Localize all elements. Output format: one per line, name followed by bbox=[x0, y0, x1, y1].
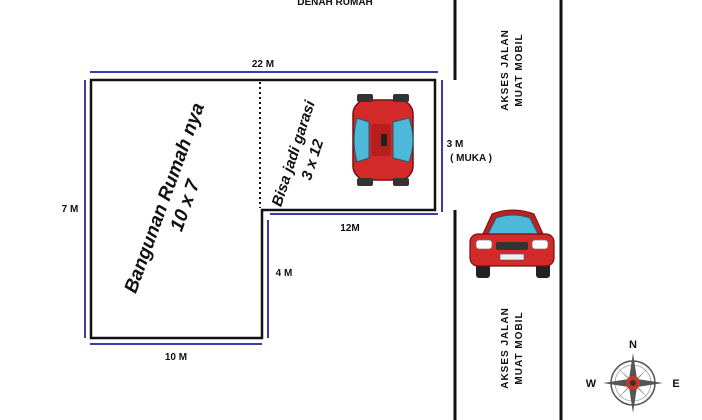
dim-label-inner-vertical: 4 M bbox=[276, 268, 293, 279]
compass-rose-icon bbox=[603, 353, 663, 413]
compass-west: W bbox=[586, 378, 597, 390]
road-label-upper-2: MUAT MOBIL bbox=[514, 33, 525, 106]
building-outline bbox=[89, 78, 437, 340]
plan-title: DENAH RUMAH bbox=[297, 0, 373, 8]
front-note: ( MUKA ) bbox=[450, 153, 492, 164]
compass-east: E bbox=[672, 378, 679, 390]
dim-label-left: 7 M bbox=[62, 204, 79, 215]
road-label-upper-1: AKSES JALAN bbox=[500, 29, 511, 111]
dim-label-inner-horizontal: 12M bbox=[340, 223, 359, 234]
road-label-lower-1: AKSES JALAN bbox=[500, 307, 511, 389]
car-topview-icon bbox=[352, 94, 414, 186]
road-label-lower-2: MUAT MOBIL bbox=[514, 311, 525, 384]
dim-label-bottom: 10 M bbox=[165, 352, 187, 363]
dim-label-top: 22 M bbox=[252, 59, 274, 70]
compass-north: N bbox=[629, 339, 637, 351]
dim-label-front: 3 M bbox=[447, 139, 464, 150]
car-front-icon bbox=[469, 209, 555, 278]
